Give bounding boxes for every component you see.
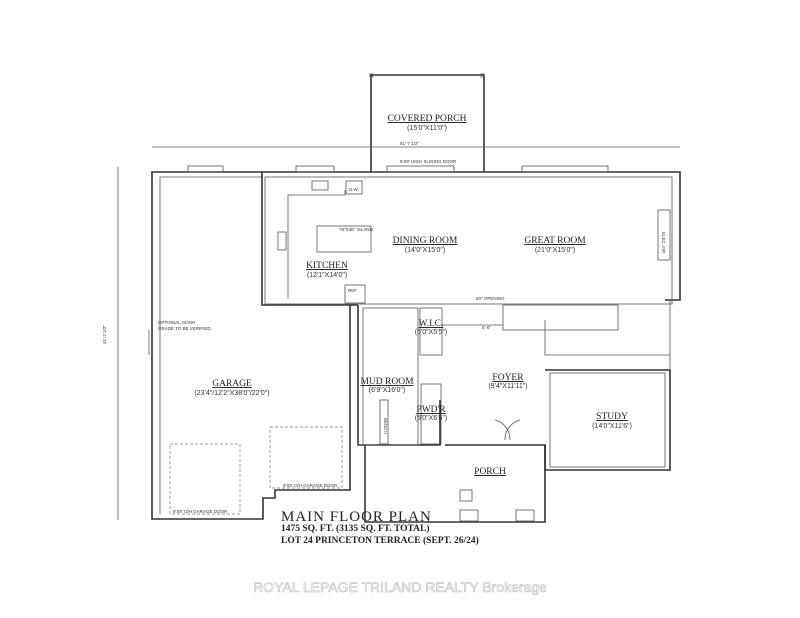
plan-lot: LOT 24 PRINCETON TERRACE (SEPT. 26/24) — [281, 535, 479, 546]
hall-dimension: 5'-6" — [482, 325, 491, 330]
ref-note: REF. — [348, 288, 358, 293]
room-size-mud: (6'9"X16'0") — [369, 387, 405, 394]
lower-rooms — [357, 300, 671, 523]
room-name-porch: PORCH — [474, 467, 506, 477]
room-name-mud: MUD ROOM — [360, 377, 414, 387]
room-name-great: GREAT ROOM — [524, 236, 586, 246]
room-name-dining: DINING ROOM — [393, 236, 458, 246]
room-name-covered-porch: COVERED PORCH — [388, 114, 467, 124]
garage — [148, 171, 351, 520]
garage-door-note-2: 9'X8' O/H GARAGE DOOR — [283, 483, 338, 488]
room-name-foyer: FOYER — [492, 373, 524, 383]
room-name-pwdr: PWD'R — [416, 405, 446, 415]
optional-door-note: OPTIONAL DOOR — [158, 320, 196, 325]
room-size-study: (14'0"X11'6") — [592, 423, 632, 430]
fireplace-note: ELEC. F/P — [661, 232, 666, 253]
room-size-covered-porch: (15'0"X11'0") — [407, 125, 447, 132]
room-size-great: (21'0"X15'0") — [535, 247, 575, 254]
room-name-garage: GARAGE — [212, 379, 252, 389]
dw-note: D.W. — [349, 187, 359, 192]
room-name-study: STUDY — [596, 412, 628, 422]
room-name-wic: W.I.C. — [419, 319, 444, 329]
room-name-kitchen: KITCHEN — [306, 261, 348, 271]
room-size-garage: (23'4"/12'2"X38'0"/22'0") — [194, 390, 269, 397]
width-dimension: 61'-7 1/2" — [400, 141, 419, 146]
opening-note: 60" OPENING — [476, 296, 505, 301]
depth-dimension: 41'-2 1/2" — [102, 325, 107, 344]
room-size-foyer: (9'4"X11'11") — [488, 383, 527, 390]
watermark: ROYAL LEPAGE TRILAND REALTY Brokerage — [253, 579, 547, 595]
grade-note: GRADE TO BE VERIFIED — [158, 326, 211, 331]
sliding-door-note: 8'X8' HIGH SLIDING DOOR — [400, 159, 457, 164]
room-size-wic: (5'0"X5'5") — [415, 329, 448, 336]
island-note: 78"X36" ISLAND — [339, 227, 373, 232]
plan-area: 1475 SQ. FT. (3135 SQ. FT. TOTAL) — [281, 523, 430, 534]
room-size-dining: (14'0"X15'0") — [405, 247, 445, 254]
plan-title: MAIN FLOOR PLAN — [281, 509, 432, 525]
covered-porch — [369, 73, 485, 172]
living-block — [187, 165, 681, 331]
room-size-pwdr: (5'0"X6'6") — [415, 415, 448, 422]
room-size-kitchen: (12'1"X14'0") — [307, 272, 347, 279]
garage-door-note-1: 9'X8' O/H GARAGE DOOR — [173, 509, 228, 514]
bench-note: BENCH — [383, 418, 388, 434]
